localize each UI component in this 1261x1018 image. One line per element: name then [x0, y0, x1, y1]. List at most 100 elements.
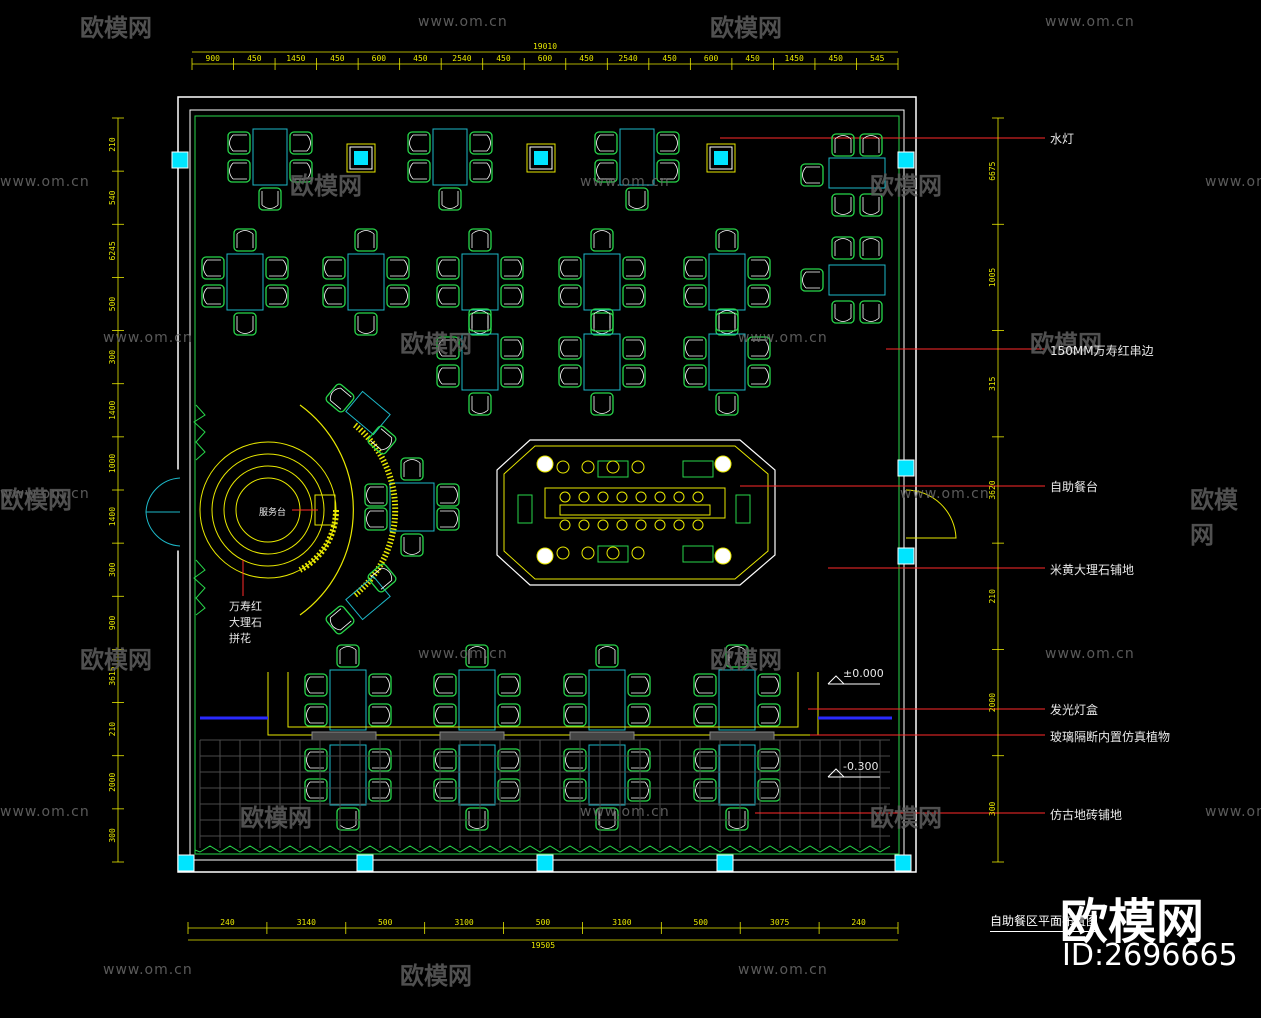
top-table-1-table — [252, 128, 288, 186]
row2-table-0-chair-b — [233, 312, 257, 336]
dim-left-label-13: 300 — [108, 828, 117, 843]
watermark-brand-2: 欧模网 — [290, 172, 362, 200]
r1c1 — [831, 133, 855, 157]
dim-top-label-14: 1450 — [785, 54, 804, 63]
service-side-table-chair-t — [400, 457, 424, 481]
dim-bottom-label-5: 3100 — [612, 918, 631, 927]
antique-tile-grid — [199, 739, 890, 848]
dim-top-label-3: 450 — [330, 54, 345, 63]
dim-bottom-label-6: 500 — [694, 918, 709, 927]
dim-top-total: 19010 — [533, 42, 557, 51]
row4-table-2-chair-r2 — [627, 703, 651, 727]
light-box-inner — [287, 672, 799, 728]
r2c2 — [859, 236, 883, 260]
row4-table-3-chair-r2 — [757, 703, 781, 727]
dim-left-label-2: 6245 — [108, 241, 117, 260]
dim-top-label-10: 2540 — [618, 54, 637, 63]
row3-table-0-chair-r1 — [500, 336, 524, 360]
r1c5 — [800, 163, 824, 187]
row4-table-2-chair-l1 — [563, 673, 587, 697]
row3-table-2-chair-b — [715, 392, 739, 416]
dim-left-label-8: 300 — [108, 562, 117, 577]
row3-table-1-chair-t — [590, 308, 614, 332]
water-lamp-frame-2 — [706, 143, 736, 173]
dim-top-label-13: 450 — [745, 54, 760, 63]
dim-bottom-label-8: 240 — [851, 918, 866, 927]
left-door-leaf-bottom — [145, 511, 181, 547]
glass-planter-0 — [311, 731, 377, 741]
label-water-lamp: 水灯 — [1050, 132, 1075, 146]
dish-island-top-7 — [692, 491, 704, 503]
buffet-lamp-0 — [536, 455, 554, 473]
r1c4 — [859, 193, 883, 217]
buffet-tray-2 — [597, 545, 629, 563]
buffet-side-tray-r — [735, 494, 751, 524]
buffet-tray-3 — [682, 545, 714, 563]
column-4 — [177, 854, 195, 872]
label-level-minus: -0.300 — [843, 760, 879, 773]
row3-table-1-table — [583, 333, 621, 391]
row5-table-0-chair-l2 — [304, 778, 328, 802]
dim-right-label-2: 315 — [988, 376, 997, 391]
row4-table-1-chair-r2 — [497, 703, 521, 727]
row5-table-1-chair-l2 — [433, 778, 457, 802]
watermark-site-6: www.om.cn — [738, 330, 828, 346]
row4-table-0-chair-r1 — [368, 673, 392, 697]
dim-bottom-label-0: 240 — [220, 918, 235, 927]
dish-top-2 — [606, 460, 620, 474]
dim-right-label-3: 3620 — [988, 480, 997, 499]
entrance-gap — [139, 469, 181, 551]
arc-chair-4 — [367, 563, 397, 593]
dim-bottom-label-1: 3140 — [297, 918, 316, 927]
arc-table-top — [345, 390, 391, 436]
row3-table-2-chair-r2 — [747, 364, 771, 388]
row3-table-0-table — [461, 333, 499, 391]
row5-table-1-chair-b — [465, 807, 489, 831]
row2-table-2-chair-t — [468, 228, 492, 252]
row4-table-3-chair-l2 — [693, 703, 717, 727]
row4-table-2-chair-r1 — [627, 673, 651, 697]
water-lamp-1 — [529, 146, 553, 170]
row2-table-4-chair-t — [715, 228, 739, 252]
left-door-leaf-top — [145, 477, 181, 513]
dim-left-label-9: 900 — [108, 615, 117, 630]
buffet-side-tray-l — [517, 494, 533, 524]
service-side-table-chair-r2 — [436, 507, 460, 531]
top-table-2-chair-r1 — [469, 131, 493, 155]
dish-island-bottom-2 — [597, 519, 609, 531]
watermark-brand-0: 欧模网 — [80, 14, 152, 42]
column-6 — [536, 854, 554, 872]
dim-bottom-label-4: 500 — [536, 918, 551, 927]
dish-bottom-0 — [556, 546, 570, 560]
label-red-marble-2: 大理石 — [229, 616, 262, 629]
marble-edge-border — [194, 115, 900, 855]
row5-table-2-chair-l2 — [563, 778, 587, 802]
r2c4 — [859, 300, 883, 324]
label-red-marble-1: 万寿红 — [229, 600, 262, 613]
dim-left-label-3: 500 — [108, 297, 117, 312]
watermark-site-1: www.om.cn — [1045, 14, 1135, 30]
service-side-table-chair-b — [400, 533, 424, 557]
water-lamp-frame-0 — [346, 143, 376, 173]
r2c3 — [831, 300, 855, 324]
watermark-site-11: www.om.cn — [0, 804, 90, 820]
dim-top-label-5: 450 — [413, 54, 428, 63]
row3-table-0-chair-l2 — [436, 364, 460, 388]
dim-top-label-11: 450 — [662, 54, 677, 63]
dish-island-top-0 — [559, 491, 571, 503]
dim-top-label-9: 450 — [579, 54, 594, 63]
buffet-lamp-2 — [536, 547, 554, 565]
row5-table-2-chair-l1 — [563, 748, 587, 772]
top-table-1-chair-r2 — [289, 159, 313, 183]
dim-top-label-1: 450 — [247, 54, 262, 63]
r2c1 — [831, 236, 855, 260]
row2-table-1-chair-l1 — [322, 256, 346, 280]
row2-table-2-chair-l2 — [436, 284, 460, 308]
top-table-2-chair-r2 — [469, 159, 493, 183]
watermark-brand-11: 欧模网 — [870, 804, 942, 832]
dim-top-label-4: 600 — [372, 54, 387, 63]
right-table-1-table — [828, 157, 886, 189]
dim-top-label-7: 450 — [496, 54, 511, 63]
brand-id: ID:2696665 — [1062, 938, 1238, 973]
